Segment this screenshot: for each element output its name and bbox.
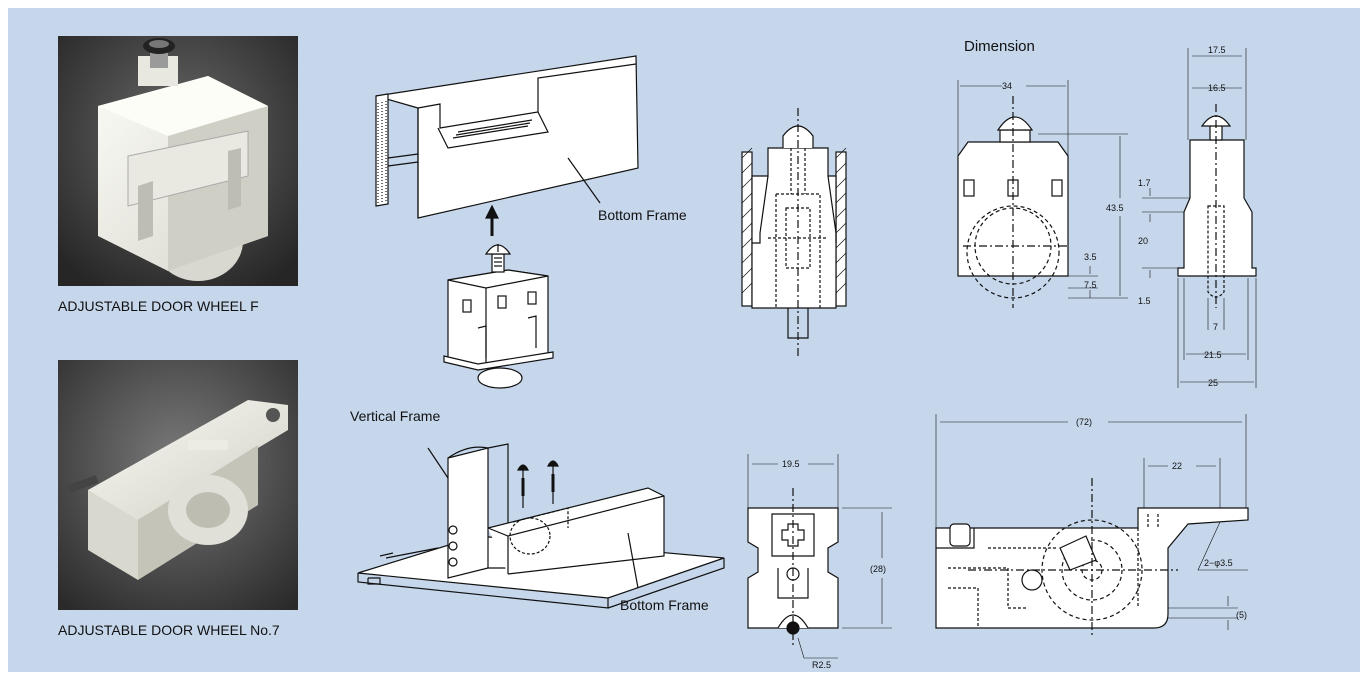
dim-3-5: 3.5 [1084,252,1097,262]
dim-17-5: 17.5 [1208,45,1226,55]
label-bottom-frame-top: Bottom Frame [598,207,687,223]
front-view-no7 [747,454,892,659]
dim-22: 22 [1172,461,1182,471]
door-wheel-f-image [58,36,298,286]
front-view-f [957,80,1128,308]
bottom-frame-isometric [375,55,639,219]
wheel-f-isometric [443,244,554,389]
photo-door-wheel-no7 [58,360,298,610]
side-view-f [1142,48,1257,388]
dim-28: (28) [870,564,886,574]
dim-7-5: 7.5 [1084,280,1097,290]
label-bottom-frame-bottom: Bottom Frame [620,597,709,613]
label-vertical-frame: Vertical Frame [350,408,441,424]
dim-21-5: 21.5 [1204,350,1222,360]
caption-door-wheel-f: ADJUSTABLE DOOR WHEEL F [58,298,259,314]
door-wheel-no7-image [58,360,298,610]
dimension-title: Dimension [964,38,1035,55]
dim-19-5: 19.5 [782,459,800,469]
dim-25: 25 [1208,378,1218,388]
photo-door-wheel-f [58,36,298,286]
frame-assembly-no7 [357,443,725,609]
dim-r2-5: R2.5 [812,660,831,670]
dim-34: 34 [1002,81,1012,91]
technical-drawings: 34 17.5 16.5 43.5 1.7 20 3.5 7.5 1.5 7 2… [357,45,1257,670]
dim-20: 20 [1138,236,1148,246]
insert-arrow [485,204,499,236]
dim-72: (72) [1076,417,1092,427]
dim-1-5: 1.5 [1138,296,1151,306]
product-panel: ADJUSTABLE DOOR WHEEL F [8,8,1360,672]
side-view-no7 [935,414,1249,638]
dim-holes: 2−φ3.5 [1204,558,1233,568]
dim-43-5: 43.5 [1106,203,1124,213]
dim-16-5: 16.5 [1208,83,1226,93]
cross-section-f [741,108,847,356]
caption-door-wheel-no7: ADJUSTABLE DOOR WHEEL No.7 [58,622,280,638]
dim-5: (5) [1236,610,1247,620]
dim-7: 7 [1213,322,1218,332]
dim-1-7: 1.7 [1138,178,1151,188]
